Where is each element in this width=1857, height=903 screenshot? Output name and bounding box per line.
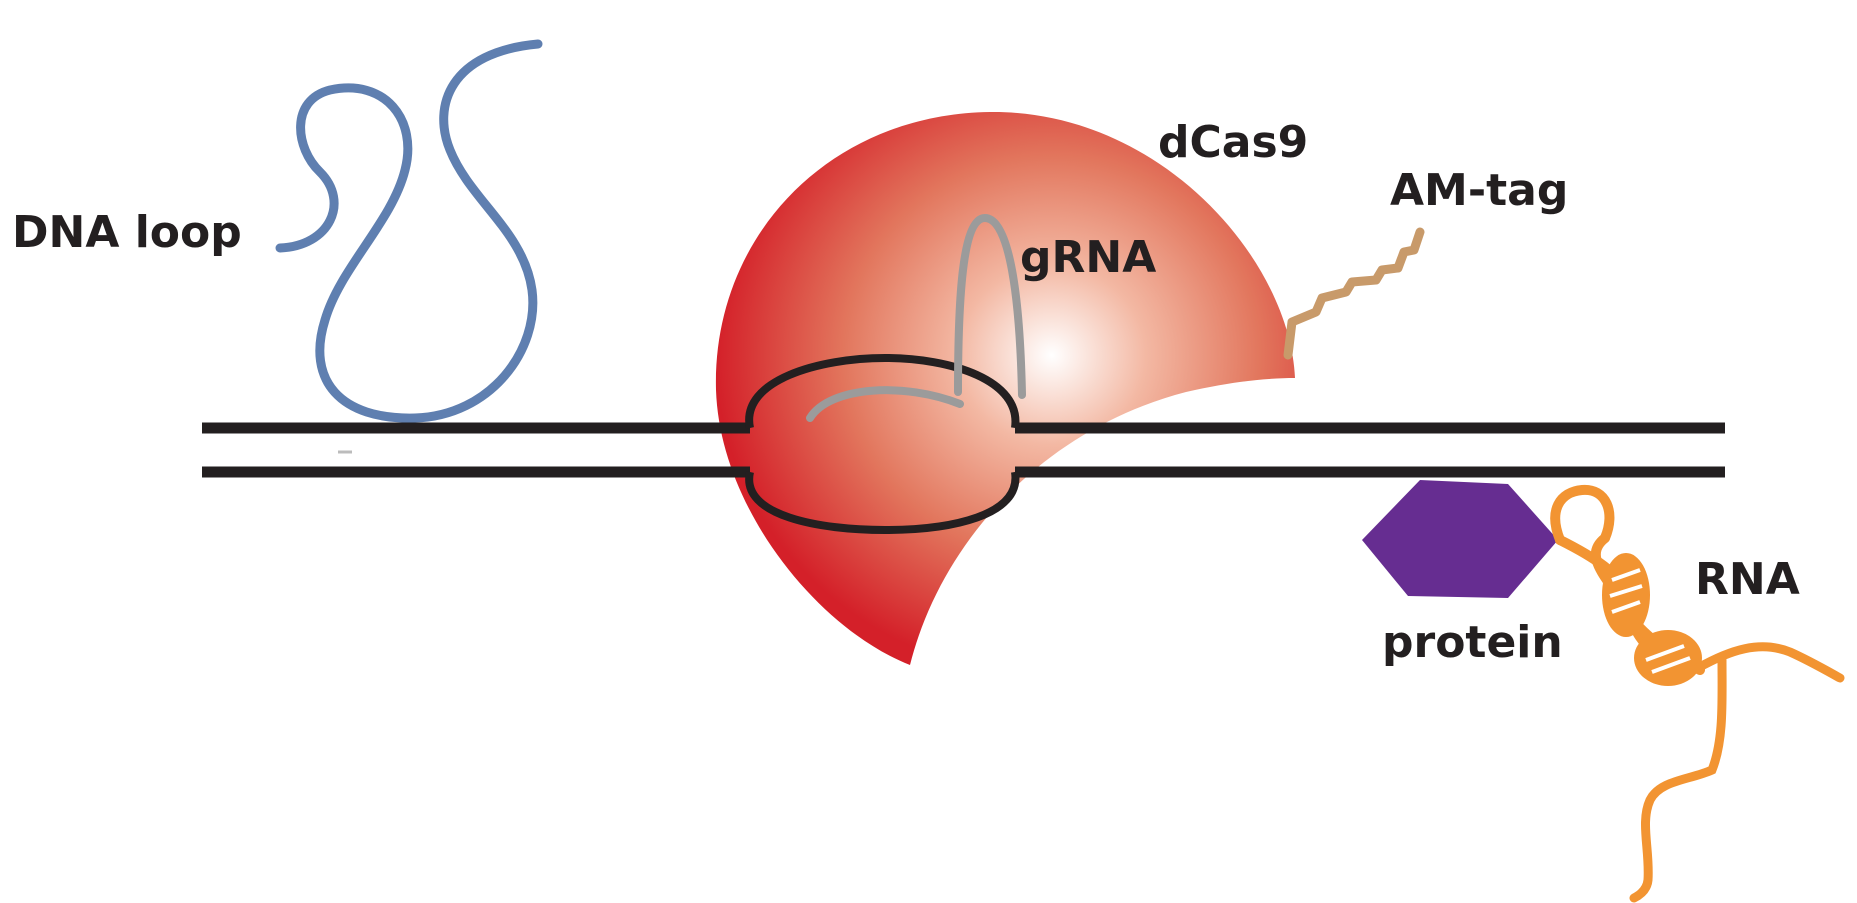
dna-bubble-top: [745, 353, 1020, 429]
am-tag-label: AM-tag: [1390, 165, 1568, 216]
dna-loop: [275, 39, 543, 423]
rna-label: RNA: [1695, 554, 1800, 605]
grna-arc: [806, 386, 964, 422]
protein-label: protein: [1382, 617, 1563, 668]
dna-strands: [202, 353, 1725, 535]
dna-loop-label: DNA loop: [12, 207, 242, 258]
am-tag: [1283, 227, 1425, 360]
grna-hairpin: [954, 213, 1026, 399]
protein-hexagon: [1362, 480, 1558, 598]
dna-bubble-bottom: [745, 471, 1020, 535]
rna-shape: [1550, 484, 1845, 903]
grna-label: gRNA: [1020, 232, 1156, 283]
dcas9-label: dCas9: [1158, 117, 1308, 168]
dcas9-shape: [715, 111, 1295, 665]
